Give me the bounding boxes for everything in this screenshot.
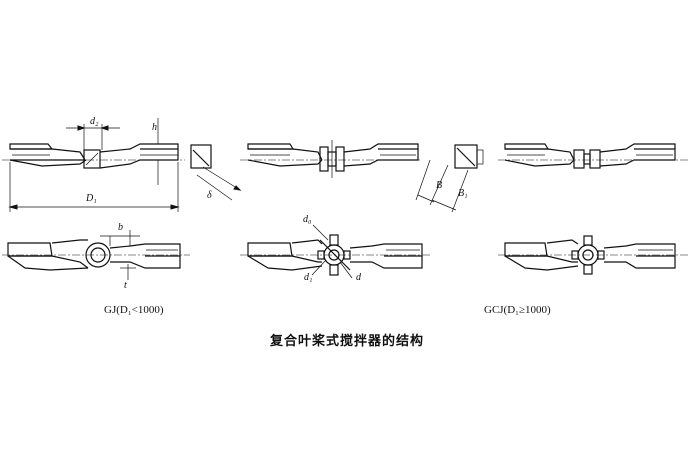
dim-label-b: b: [118, 222, 123, 233]
dim-label-B1: B₁: [458, 188, 468, 199]
gj-side-view: [2, 118, 185, 212]
gcj-section-detail: [415, 144, 484, 213]
gcj-side-view: [240, 140, 420, 178]
dim-label-d: d: [356, 272, 361, 283]
dim-label-h: h: [152, 122, 157, 133]
dim-label-d0: d₀: [303, 214, 312, 225]
gcj-variant-side-view: [498, 143, 690, 169]
gcj-top-view: [240, 224, 432, 279]
gcj-variant-top-view: [498, 235, 690, 275]
dim-label-delta: δ: [207, 190, 212, 201]
blade-section-detail: [190, 144, 242, 201]
dim-label-d1: d₁: [304, 272, 313, 283]
figure-title: 复合叶桨式搅拌器的结构: [270, 334, 425, 349]
caption-gcj: GCJ(D₁≥1000): [484, 304, 551, 316]
gj-top-view: [2, 230, 190, 280]
caption-gj: GJ(D₁<1000): [104, 304, 164, 316]
dim-label-t: t: [124, 280, 127, 291]
dim-label-D1: D₁: [86, 193, 97, 204]
dim-label-d2: d₂: [90, 116, 99, 127]
dim-label-B: B: [436, 180, 443, 191]
